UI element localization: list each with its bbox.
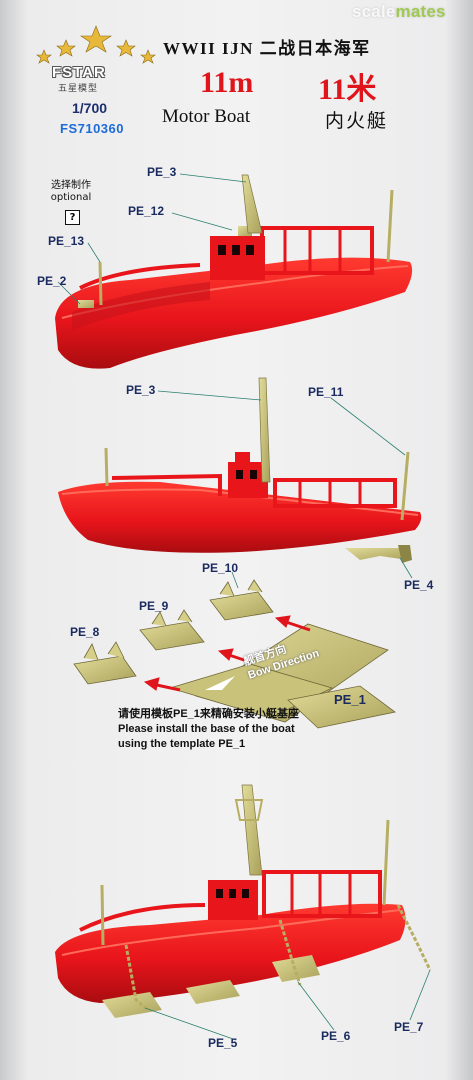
label-pe3-middle: PE_3 (126, 383, 156, 397)
kit-code: FS710360 (60, 121, 124, 136)
optional-note-en: optional (50, 192, 92, 203)
install-note-en-2: using the template PE_1 (118, 738, 246, 750)
label-pe10: PE_10 (202, 561, 239, 575)
pe-10-part (209, 579, 274, 621)
kit-size-cn: 11米 (318, 73, 377, 106)
brand-logo-text: FSTAR (52, 64, 106, 81)
kit-name-en: Motor Boat (162, 106, 251, 127)
install-note: 请使用模板PE_1来精确安装小艇基座 Please install the ba… (118, 707, 299, 752)
kit-scale: 1/700 (72, 100, 108, 116)
optional-note-cn: 选择制作 (51, 180, 91, 191)
star-icon (80, 25, 112, 53)
label-pe5: PE_5 (208, 1036, 238, 1050)
star-icon (140, 49, 156, 64)
pe-9-part (139, 609, 205, 651)
brand-logo-cn: 五星模型 (58, 84, 99, 94)
install-note-en-1: Please install the base of the boat (118, 723, 295, 735)
label-pe6: PE_6 (321, 1029, 351, 1043)
optional-note: 选择制作 optional (32, 180, 110, 204)
star-icon (56, 39, 76, 57)
label-pe3-top: PE_3 (147, 165, 177, 179)
star-icon (116, 39, 136, 57)
pe-8-part (73, 641, 137, 685)
boat-illustration-3 (55, 784, 432, 1018)
watermark-part-2: mates (395, 2, 446, 21)
star-icon (36, 49, 52, 64)
label-pe7: PE_7 (394, 1020, 424, 1034)
kit-name-cn: 内火艇 (325, 111, 389, 132)
optional-mark-box: ? (65, 210, 80, 225)
watermark-part-1: scale (352, 2, 396, 21)
label-pe12: PE_12 (128, 204, 165, 218)
label-pe2: PE_2 (37, 274, 67, 288)
label-pe13: PE_13 (48, 234, 85, 248)
direction-arrows (143, 615, 311, 692)
install-note-cn: 请使用模板PE_1来精确安装小艇基座 (118, 708, 299, 720)
kit-size-en: 11m (200, 66, 254, 99)
label-pe11: PE_11 (308, 385, 344, 399)
boat-illustration-2 (58, 377, 422, 563)
label-pe1: PE_1 (334, 692, 366, 707)
star-icon-group (36, 25, 156, 64)
label-pe9: PE_9 (139, 599, 169, 613)
label-pe4: PE_4 (404, 578, 434, 592)
leader-lines (57, 173, 431, 1041)
watermark: scalemates (352, 2, 446, 22)
boat-illustration-1 (55, 174, 413, 369)
pe-1-template (168, 623, 396, 729)
kit-title-line1: WWII IJN 二战日本海军 (163, 39, 371, 58)
label-pe8: PE_8 (70, 625, 100, 639)
